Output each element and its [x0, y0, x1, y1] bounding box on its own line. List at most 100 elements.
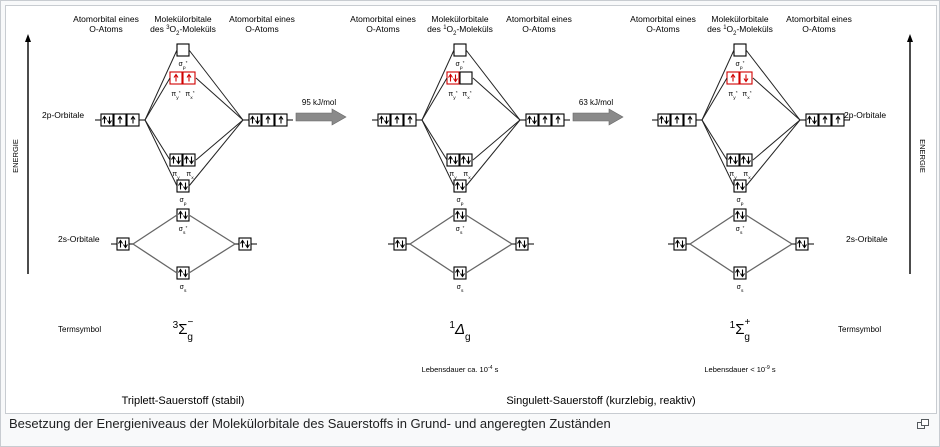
spin-down-head	[245, 244, 250, 249]
spin-up-head	[687, 115, 693, 120]
termsymbol-label-right: Termsymbol	[838, 325, 881, 334]
sigma-p-label: σp	[179, 197, 186, 207]
ao-header-right: O-Atoms	[802, 24, 836, 34]
mo-header: Molekülorbitale	[711, 14, 768, 24]
spin-up-head	[117, 115, 123, 120]
connector-line	[745, 214, 793, 245]
pi-y-label: πy	[729, 171, 737, 181]
ao-2p-box	[377, 113, 391, 127]
ao-2p-box	[525, 113, 539, 127]
sigma-s-box	[176, 266, 190, 280]
spin-up-head	[461, 155, 466, 160]
magnify-icon[interactable]	[917, 419, 929, 429]
ao-2s-box	[393, 237, 407, 251]
spin-up-head	[728, 155, 733, 160]
connector-line	[465, 49, 521, 121]
spin-up-head	[178, 181, 183, 186]
spin-up-head	[184, 155, 189, 160]
connector-line	[752, 77, 801, 121]
lifetime-sigma-plus: Lebensdauer < 10-9 s	[704, 365, 775, 374]
mo-header: Molekülorbitale	[431, 14, 488, 24]
connector-line	[409, 243, 455, 274]
p-orbitals-label-right: 2p-Orbitale	[844, 110, 886, 120]
spin-up-head	[102, 115, 107, 120]
pi-star-y-label: πy*	[728, 90, 737, 101]
mo-header-molecule: des 3O2-Moleküls	[150, 24, 216, 37]
spin-down-head	[802, 244, 807, 249]
sigma-s-label: σs	[457, 284, 464, 294]
spin-up-head	[118, 239, 123, 244]
spin-down-head	[400, 244, 405, 249]
sigma-star-s-label: σs*	[736, 225, 745, 236]
spin-up-head	[517, 239, 522, 244]
spin-up-head	[455, 181, 460, 186]
spin-down-head	[189, 160, 194, 165]
pi-star-box	[459, 71, 473, 85]
connector-line	[421, 77, 448, 121]
spin-down-head	[733, 160, 738, 165]
spin-up-head	[394, 115, 400, 120]
sigma-s-box	[733, 266, 747, 280]
spin-up-head	[659, 115, 664, 120]
figure-caption: Besetzung der Energieniveaus der Molekül…	[9, 416, 611, 431]
pi-x-label: πx	[186, 171, 194, 181]
sigma-star-p-box	[453, 43, 467, 57]
pi-y-label: πy	[172, 171, 180, 181]
pi-star-x-label: πx*	[462, 90, 471, 101]
pi-y-label: πy	[449, 171, 457, 181]
spin-down-head	[176, 160, 181, 165]
connector-line	[188, 49, 244, 121]
connector-line	[421, 49, 455, 121]
spin-up-head	[186, 73, 192, 78]
spin-up-head	[173, 73, 179, 78]
connector-line	[689, 243, 735, 274]
sigma-s-label: σs	[180, 284, 187, 294]
sigma-s-box	[453, 266, 467, 280]
connector-line	[465, 214, 513, 245]
ao-2p-box	[100, 113, 114, 127]
spin-down-head	[460, 273, 465, 278]
ao-header-right: O-Atoms	[245, 24, 279, 34]
p-orbitals-label-left: 2p-Orbitale	[42, 110, 84, 120]
sigma-p-box	[453, 179, 467, 193]
spin-down-head	[812, 120, 817, 125]
pi-box	[446, 153, 460, 167]
ao-header-right: Atomorbital eines	[506, 14, 572, 24]
sigma-p-box	[176, 179, 190, 193]
spin-down-head	[255, 120, 260, 125]
mo-header-molecule: des 1O2-Moleküls	[707, 24, 773, 37]
connector-line	[188, 119, 244, 187]
spin-down-head	[532, 120, 537, 125]
sigma-p-label: σp	[736, 197, 743, 207]
spin-up-head	[171, 155, 176, 160]
pi-box	[739, 153, 753, 167]
spin-up-head	[675, 239, 680, 244]
spin-up-head	[735, 268, 740, 273]
ao-2s-box	[673, 237, 687, 251]
spin-up-head	[407, 115, 413, 120]
connector-line	[752, 119, 801, 161]
spin-up-head	[178, 210, 183, 215]
term-symbol-triplet: 3Σ−g	[173, 317, 194, 343]
spin-up-head	[797, 239, 802, 244]
pi-x-label: πx	[743, 171, 751, 181]
spin-up-head	[455, 210, 460, 215]
spin-down-head	[183, 273, 188, 278]
connector-line	[421, 119, 448, 161]
sigma-s-label: σs	[737, 284, 744, 294]
pi-star-y-label: πy*	[171, 90, 180, 101]
connector-line	[465, 243, 513, 274]
connector-line	[745, 119, 801, 187]
connector-line	[132, 243, 178, 274]
spin-down-head	[453, 78, 458, 83]
spin-up-head	[555, 115, 561, 120]
spin-up-head	[379, 115, 384, 120]
sigma-star-p-label: σp*	[456, 60, 465, 71]
spin-up-head	[265, 115, 271, 120]
spin-up-head	[735, 181, 740, 186]
spin-down-head	[123, 244, 128, 249]
connector-line	[188, 214, 236, 245]
